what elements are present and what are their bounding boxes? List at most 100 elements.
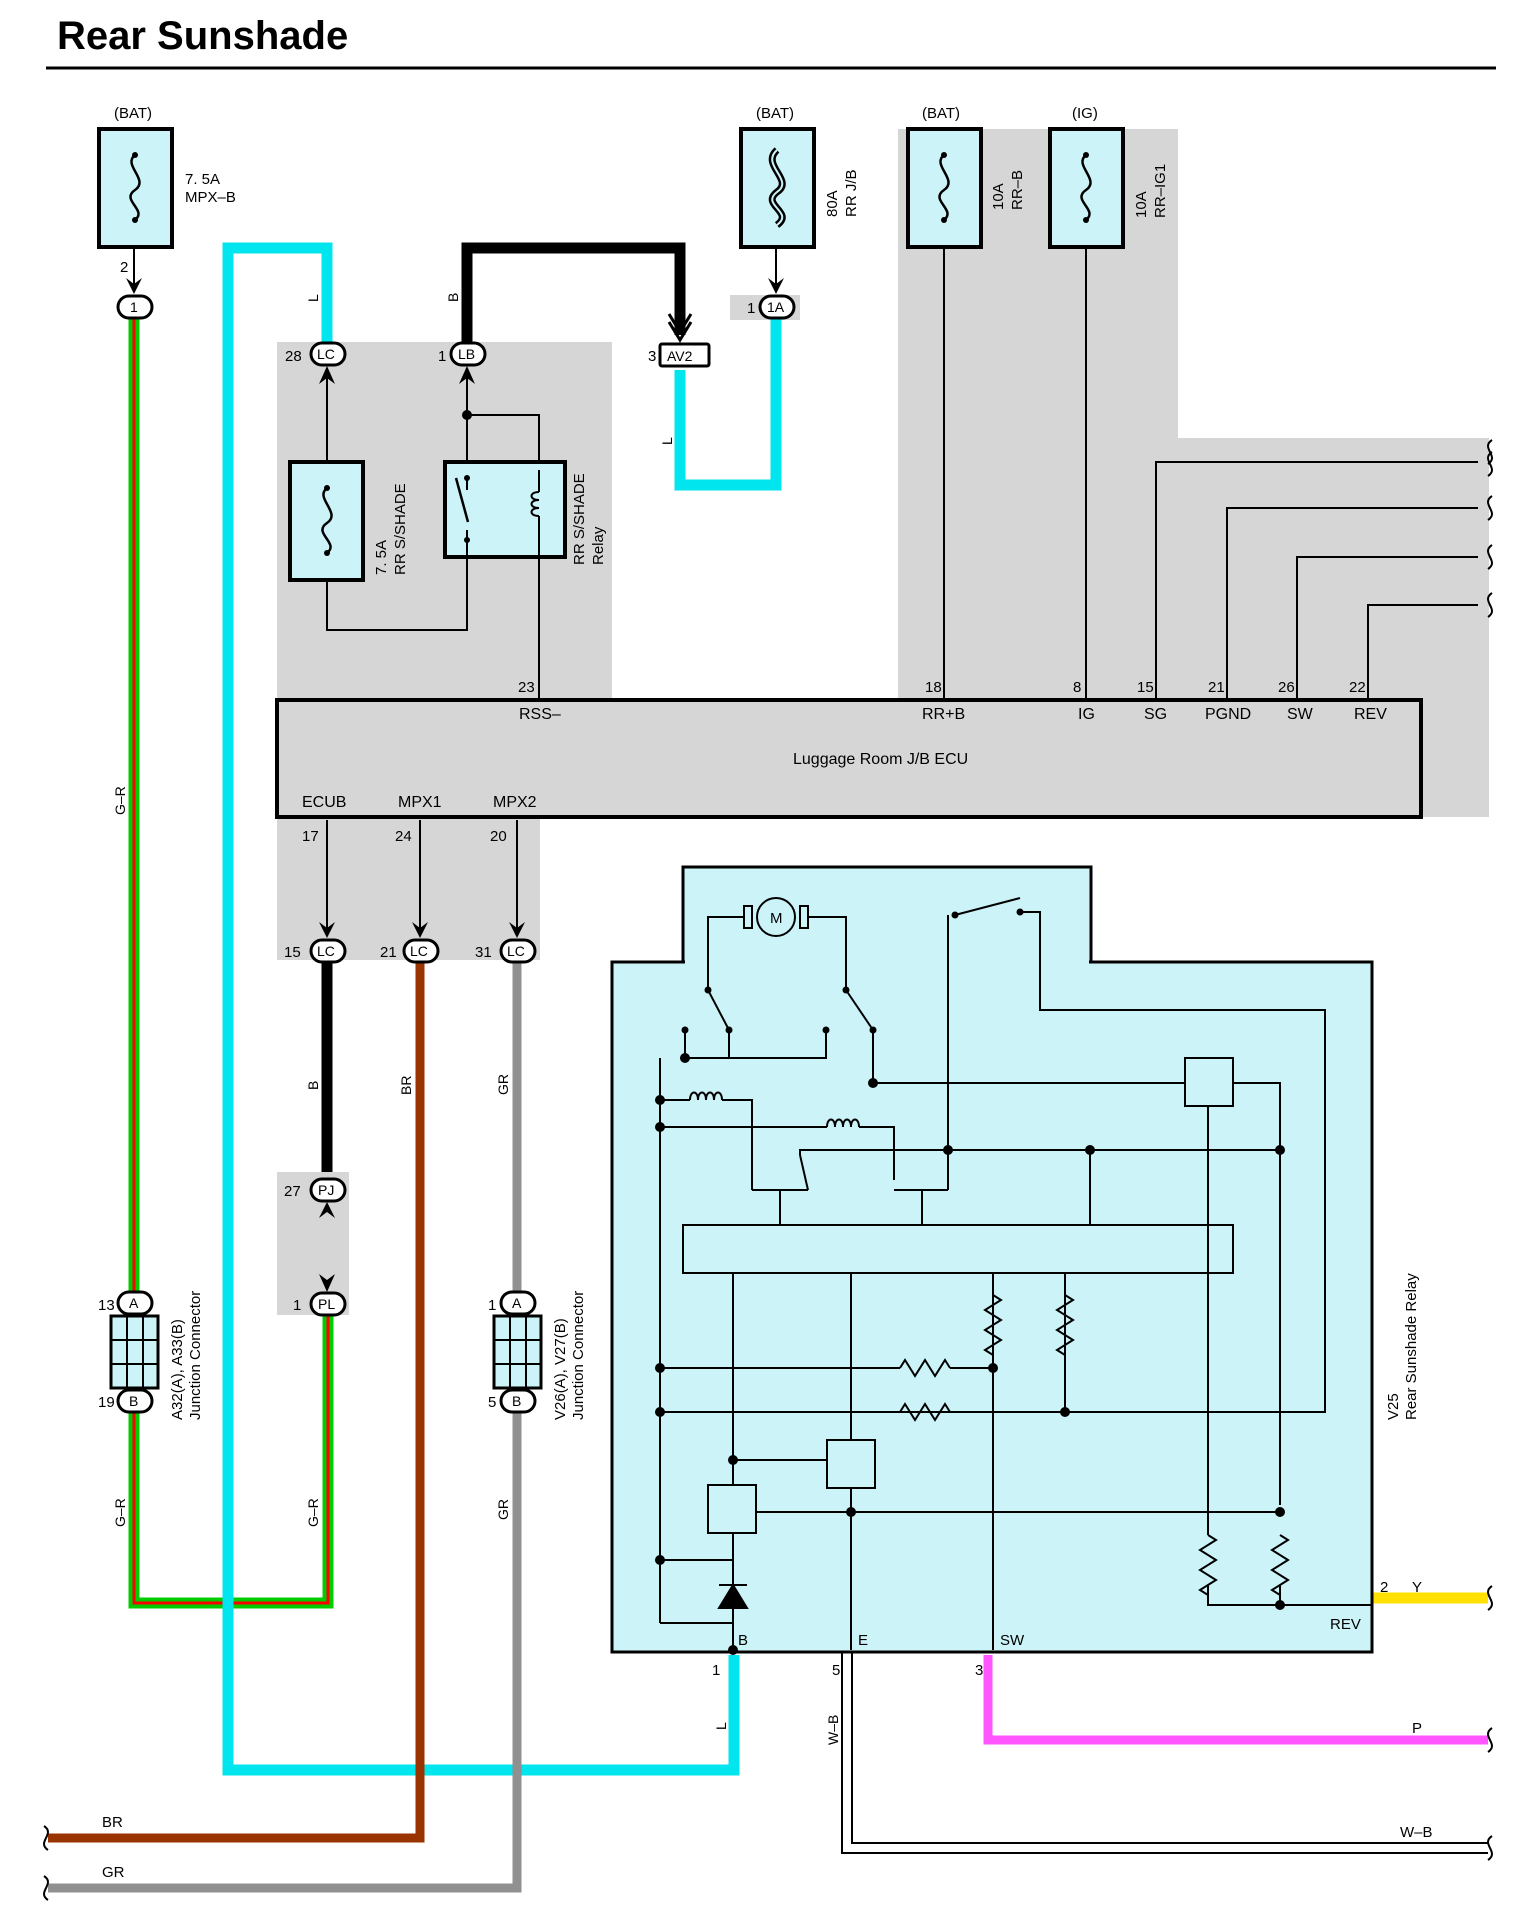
conn-lc-31: LC <box>507 943 525 959</box>
pin-3-sw: 3 <box>975 1662 983 1679</box>
conn-lc-28: LC <box>317 346 335 362</box>
pin-1-pl: 1 <box>293 1297 301 1314</box>
fuse-rrb <box>906 127 983 249</box>
conn-c1: 1 <box>130 299 138 315</box>
pin-24: 24 <box>395 828 412 845</box>
ecu-sg: SG <box>1144 706 1167 723</box>
relay-terminal-rev: REV <box>1330 1616 1361 1633</box>
wire-label-l-2: L <box>659 437 675 445</box>
conn-pj: PJ <box>318 1182 334 1198</box>
fuse-rrshade-name: RR S/SHADE <box>392 483 409 575</box>
wire-label-p: P <box>1412 1720 1422 1737</box>
wire-br <box>48 962 425 1843</box>
pin-31-lc: 31 <box>475 944 492 961</box>
sunshade-relay-id: V25 <box>1385 1393 1402 1420</box>
ecu-sw: SW <box>1287 706 1314 723</box>
connector-arrows <box>126 278 784 1292</box>
fuse-rrig1-amp: 10A <box>1133 191 1150 218</box>
relay-terminal-sw: SW <box>1000 1632 1025 1649</box>
pin-3-av2: 3 <box>648 348 656 365</box>
junction-2-desc: Junction Connector <box>570 1291 587 1420</box>
pin-1-v26: 1 <box>488 1297 496 1314</box>
thin-wires <box>133 215 1478 935</box>
wire-b-top <box>461 242 686 342</box>
sunshade-relay-name: Rear Sunshade Relay <box>1403 1273 1420 1420</box>
junction-1-desc: Junction Connector <box>187 1291 204 1420</box>
pin-17: 17 <box>302 828 319 845</box>
conn-lc-21: LC <box>410 943 428 959</box>
relay-rrshade <box>443 460 567 559</box>
power-ig: (IG) <box>1072 105 1098 122</box>
conn-lc-15: LC <box>317 943 335 959</box>
pin-15: 15 <box>1137 679 1154 696</box>
motor-label: M <box>770 910 783 927</box>
pin-18: 18 <box>925 679 942 696</box>
relay-rrshade-line1: RR S/SHADE <box>571 473 588 565</box>
pin-1-b: 1 <box>712 1662 720 1679</box>
junction-1-name: A32(A), A33(B) <box>169 1319 186 1420</box>
conn-1a: 1A <box>767 299 785 315</box>
wire-l-loop <box>222 242 740 1776</box>
wire-label-br-2: BR <box>102 1814 123 1831</box>
pin-21-lc: 21 <box>380 944 397 961</box>
conn-b-1: B <box>129 1393 138 1409</box>
connectors <box>116 294 796 1414</box>
wire-w-b <box>841 1650 1488 1854</box>
fuse-rrb-name: RR–B <box>1009 170 1026 210</box>
fuse-mpxb-name: MPX–B <box>185 189 236 206</box>
wire-label-b-2: B <box>305 1081 321 1090</box>
wire-label-y: Y <box>1412 1579 1422 1596</box>
pin-8: 8 <box>1073 679 1081 696</box>
ecu-box <box>275 698 1423 819</box>
pin-28: 28 <box>285 348 302 365</box>
pin-23: 23 <box>518 679 535 696</box>
wire-label-wb-1: W–B <box>825 1715 841 1745</box>
av2-arrow <box>667 321 693 343</box>
pin-2: 2 <box>120 259 128 276</box>
wire-break-marks <box>43 439 1493 1901</box>
pin-27: 27 <box>284 1183 301 1200</box>
page-title: Rear Sunshade <box>57 14 349 58</box>
wire-label-gr-2: GR <box>495 1499 511 1520</box>
wire-label-b-1: B <box>445 293 461 302</box>
pin-21: 21 <box>1208 679 1225 696</box>
pin-15-lc: 15 <box>284 944 301 961</box>
fuse-rrjb-name: RR J/B <box>843 169 860 217</box>
ecu-pgnd: PGND <box>1205 706 1251 723</box>
ecu-name: Luggage Room J/B ECU <box>793 751 968 768</box>
ecu-rev: REV <box>1354 706 1387 723</box>
sunshade-relay-internals <box>659 897 1372 1650</box>
junction-block-1 <box>109 1314 160 1390</box>
wire-label-l-1: L <box>305 294 321 302</box>
wire-l-av2 <box>674 318 782 491</box>
fuse-rrjb-amp: 80A <box>824 190 841 217</box>
wire-label-gr-3: GR <box>102 1864 125 1881</box>
fuse-rrjb <box>739 127 816 249</box>
conn-lb: LB <box>458 346 475 362</box>
power-bat-3: (BAT) <box>922 105 960 122</box>
conn-pl: PL <box>318 1296 335 1312</box>
junction-2-name: V26(A), V27(B) <box>552 1318 569 1420</box>
junction-block-2 <box>492 1314 543 1390</box>
relay-terminal-e: E <box>858 1632 868 1649</box>
fuse-mpxb <box>97 127 174 249</box>
pin-5-e: 5 <box>832 1662 840 1679</box>
fuse-rrb-amp: 10A <box>990 183 1007 210</box>
wire-label-gr-green-2: G–R <box>112 1498 128 1527</box>
power-bat-1: (BAT) <box>114 105 152 122</box>
wire-label-wb-2: W–B <box>1400 1824 1433 1841</box>
pin-19: 19 <box>98 1394 115 1411</box>
power-bat-2: (BAT) <box>756 105 794 122</box>
wire-gr <box>48 962 522 1893</box>
conn-a-1: A <box>129 1295 139 1311</box>
pin-20: 20 <box>490 828 507 845</box>
pin-13: 13 <box>98 1297 115 1314</box>
ecu-ecub: ECUB <box>302 794 346 811</box>
fuse-rrshade-amp: 7. 5A <box>373 540 390 575</box>
ecu-rss: RSS– <box>519 706 561 723</box>
relay-dots <box>655 908 1285 1655</box>
relay-rrshade-line2: Relay <box>590 526 607 565</box>
fuse-rrshade <box>288 460 365 582</box>
fuse-rrig1 <box>1048 127 1125 249</box>
